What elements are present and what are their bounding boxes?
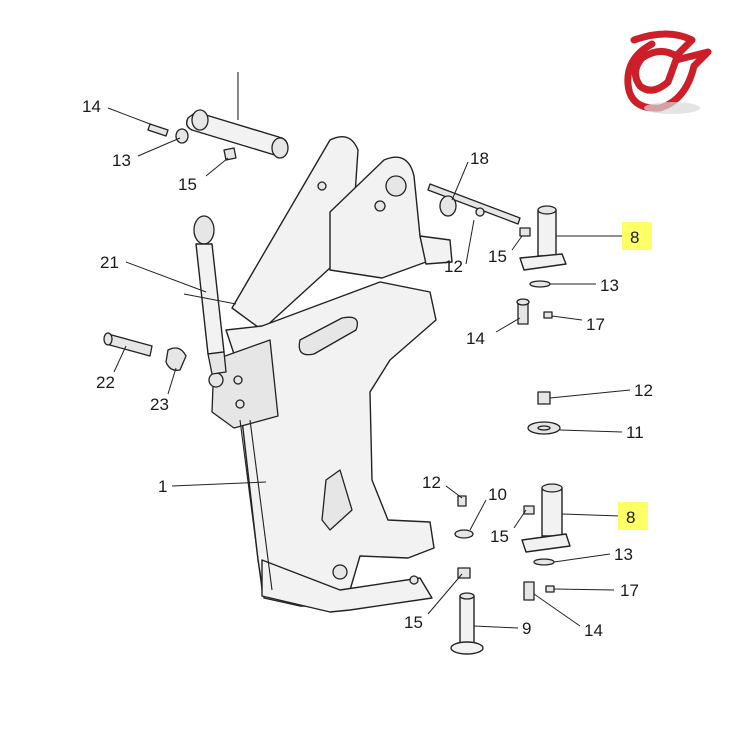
callout-15: 15 bbox=[490, 527, 509, 546]
callout-8: 8 bbox=[626, 508, 635, 527]
callout-13: 13 bbox=[614, 545, 633, 564]
brand-logo bbox=[624, 30, 712, 114]
highlight-box-8-upper bbox=[622, 222, 652, 250]
callout-18: 18 bbox=[470, 149, 489, 168]
callout-1: 1 bbox=[158, 477, 167, 496]
top-pin-assembly bbox=[147, 72, 289, 161]
lower-pivot-pin bbox=[454, 483, 571, 601]
callout-12: 12 bbox=[444, 257, 463, 276]
logo-shadow bbox=[644, 102, 700, 114]
clip-23 bbox=[165, 347, 187, 371]
callout-17: 17 bbox=[620, 581, 639, 600]
upper-pivot-pin bbox=[519, 205, 567, 271]
callout-17: 17 bbox=[586, 315, 605, 334]
callout-10: 10 bbox=[488, 485, 507, 504]
right-hardware bbox=[516, 280, 561, 435]
callout-22: 22 bbox=[96, 373, 115, 392]
callout-13: 13 bbox=[112, 151, 131, 170]
callout-8: 8 bbox=[630, 228, 639, 247]
logo-mark bbox=[624, 30, 712, 112]
pin-22 bbox=[103, 332, 153, 357]
hydraulic-cylinder bbox=[183, 215, 237, 375]
callout-15: 15 bbox=[404, 613, 423, 632]
callout-21: 21 bbox=[100, 253, 119, 272]
callout-15: 15 bbox=[488, 247, 507, 266]
main-frame bbox=[208, 136, 453, 613]
callout-15: 15 bbox=[178, 175, 197, 194]
callout-14: 14 bbox=[466, 329, 485, 348]
callout-12: 12 bbox=[422, 473, 441, 492]
pin-9 bbox=[450, 567, 484, 655]
callout-13: 13 bbox=[600, 276, 619, 295]
callout-9: 9 bbox=[522, 619, 531, 638]
callout-12: 12 bbox=[634, 381, 653, 400]
lever-18 bbox=[427, 183, 521, 225]
callout-14: 14 bbox=[82, 97, 101, 116]
callout-labels: 14 13 15 18 15 12 8 21 13 14 17 22 23 12… bbox=[82, 97, 653, 640]
callout-23: 23 bbox=[150, 395, 169, 414]
callout-14: 14 bbox=[584, 621, 603, 640]
callout-11: 11 bbox=[626, 423, 644, 442]
highlight-box-8-lower bbox=[618, 502, 648, 530]
leader-lines bbox=[107, 107, 631, 629]
